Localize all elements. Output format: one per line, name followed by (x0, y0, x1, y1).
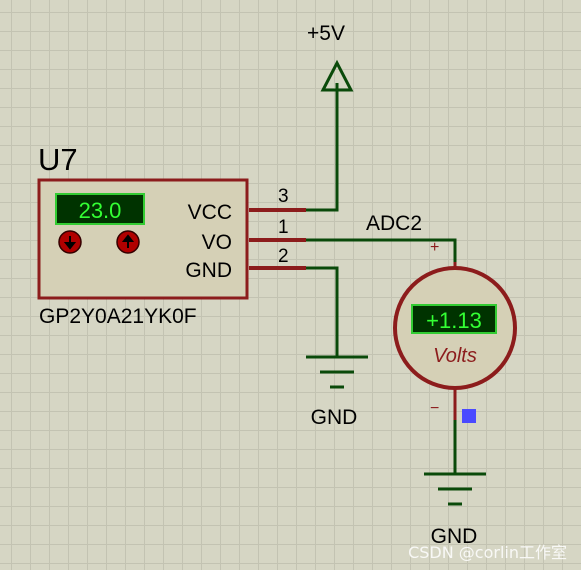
power-terminal[interactable]: +5V (307, 22, 354, 92)
pin-name-vo: VO (202, 231, 232, 254)
wire-adc2 (306, 238, 457, 265)
voltmeter-plus-sign: + (430, 239, 439, 256)
ground-right-label: GND (431, 525, 478, 548)
wire-sensor-gnd (306, 266, 339, 357)
ground-left-icon (306, 355, 368, 389)
pin-number-gnd: 2 (278, 246, 289, 267)
ground-right-icon (424, 472, 486, 506)
watermark-text: CSDN @corlin工作室 (408, 543, 567, 562)
arrow-down-icon (63, 236, 77, 250)
sensor-pins (249, 208, 306, 270)
ground-left-label: GND (311, 406, 358, 429)
sensor-lcd (55, 193, 145, 225)
voltmeter-component[interactable]: +1.13 Volts + − (393, 239, 517, 423)
voltmeter-unit: Volts (433, 345, 477, 367)
decrease-button[interactable] (58, 230, 82, 254)
voltmeter-reading: +1.13 (426, 308, 482, 333)
adc-net-label: ADC2 (366, 212, 422, 235)
ground-right[interactable]: GND (424, 472, 486, 548)
power-arrow-icon (320, 59, 354, 92)
pin-name-gnd: GND (185, 259, 232, 282)
power-label: +5V (307, 22, 345, 45)
arrow-up-icon (121, 234, 135, 248)
voltmeter-lcd (411, 304, 497, 334)
sensor-part-label: GP2Y0A21YK0F (39, 305, 197, 328)
sensor-component[interactable]: U7 VCC VO GND 3 1 2 23.0 (37, 142, 306, 328)
pin-number-vcc: 3 (278, 186, 289, 207)
probe-marker-icon[interactable] (462, 409, 476, 423)
ground-left[interactable]: GND (306, 355, 368, 429)
pin-name-vcc: VCC (188, 201, 232, 224)
sensor-ref-label: U7 (38, 142, 78, 177)
pin-number-vo: 1 (278, 217, 289, 238)
wire-5v (306, 83, 339, 212)
sensor-lcd-value: 23.0 (79, 198, 122, 223)
increase-button[interactable] (116, 230, 140, 254)
voltmeter-minus-sign: − (430, 400, 439, 417)
wires (306, 83, 457, 474)
